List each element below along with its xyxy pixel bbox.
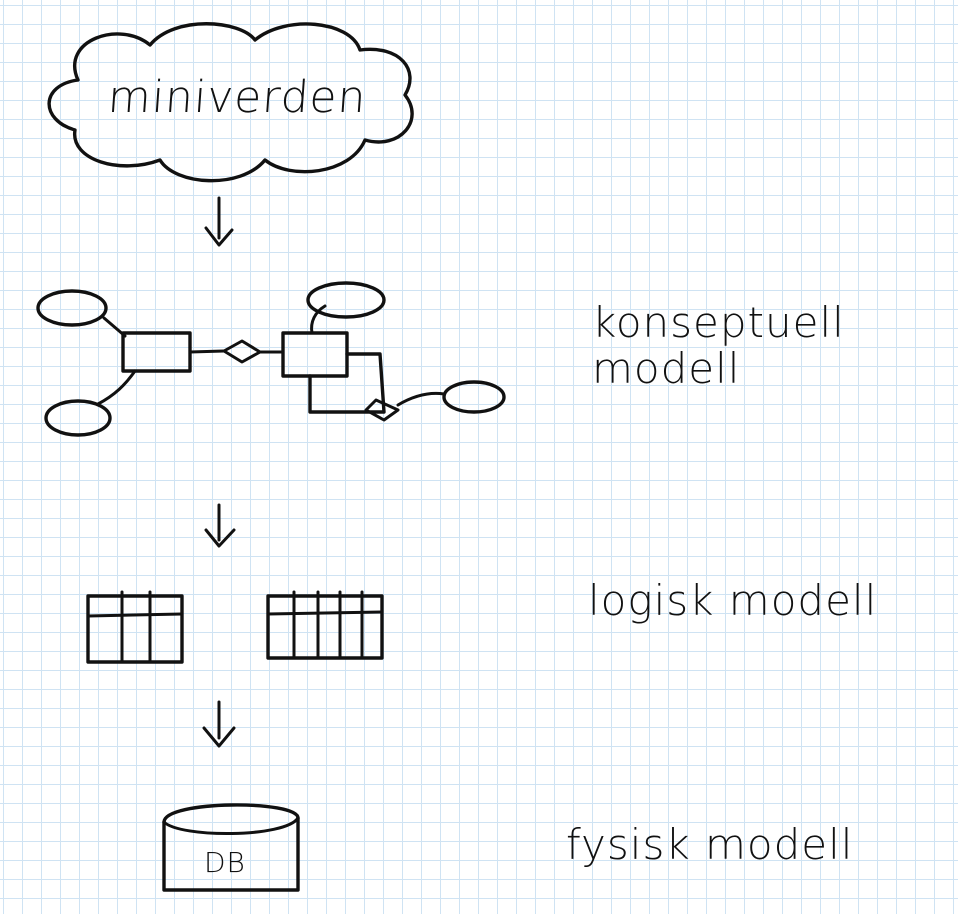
arrow-down-2 [204,503,236,548]
arrow-down-3 [202,700,236,748]
relationship-diamond-2 [364,398,400,422]
attribute-ellipse-3 [306,281,386,319]
attribute-ellipse-1 [36,289,108,327]
attribute-ellipse-4 [442,380,506,414]
database-icon [162,803,300,892]
table-icon-2 [266,590,384,660]
entity-box-3 [308,352,386,414]
cloud-shape [47,22,414,183]
entity-box-1 [121,331,192,373]
entity-box-2 [281,331,349,378]
attribute-ellipse-2 [44,399,112,437]
conceptual-model-label-line1: konseptuell [592,298,845,347]
conceptual-model-label-line2: modell [592,344,741,393]
cloud-label: miniverden [106,72,369,123]
conceptual-model-label: konseptuell modell [592,300,845,392]
er-diagram [36,281,506,437]
relationship-diamond-1 [222,339,262,364]
table-icon-1 [86,590,184,664]
arrow-down-1 [204,196,234,247]
database-label: DB [204,846,246,879]
logical-model-label: logisk modell [588,576,878,625]
physical-model-label: fysisk modell [566,820,854,869]
